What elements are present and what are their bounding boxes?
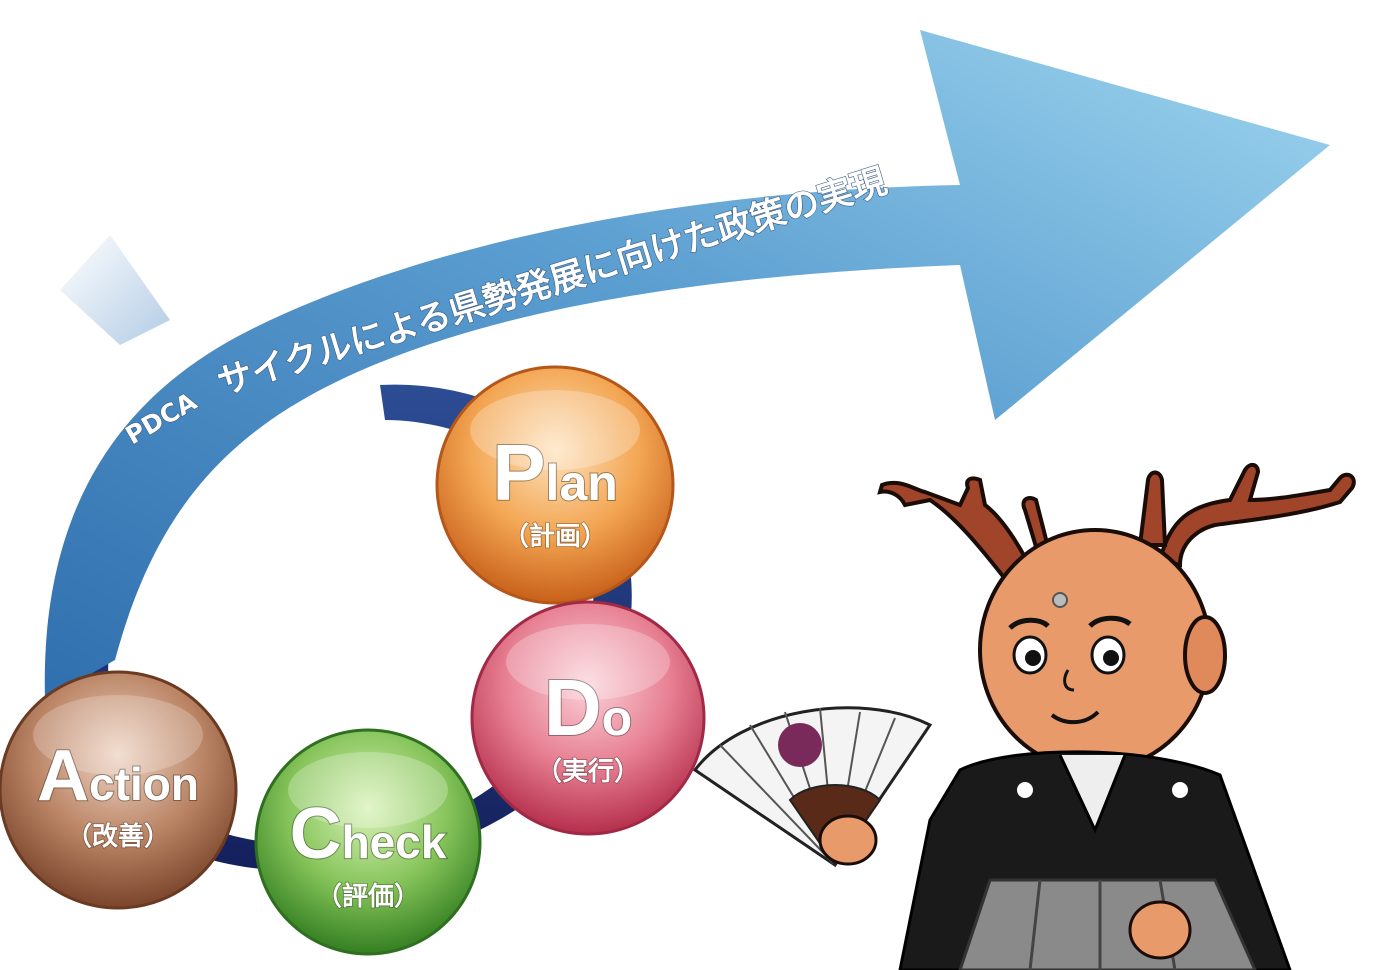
do-label: Do (544, 663, 632, 752)
policy-arrow (44, 30, 1331, 700)
check-sub-label: （評価） (316, 881, 420, 912)
plan-sub-label: （計画） (503, 521, 607, 552)
do-sub-label: （実行） (536, 756, 640, 787)
mascot-hand (818, 814, 878, 866)
arrow-tail (60, 235, 170, 345)
check-circle: Check （評価） (254, 728, 482, 956)
action-sub-label: （改善） (66, 821, 170, 852)
mascot-hakama (958, 878, 1257, 970)
mascot-eyes (1008, 615, 1132, 675)
action-circle: Action （改善） (0, 670, 238, 910)
plan-circle: Plan （計画） (435, 365, 675, 605)
forehead-dot-icon (1052, 592, 1068, 608)
folding-fan-icon (692, 706, 933, 868)
mascot-character (692, 463, 1356, 970)
do-circle: Do （実行） (470, 600, 706, 836)
antler-right-icon (1137, 463, 1356, 568)
check-label: Check (290, 794, 447, 874)
action-label: Action (37, 736, 199, 816)
plan-label: Plan (492, 428, 618, 517)
